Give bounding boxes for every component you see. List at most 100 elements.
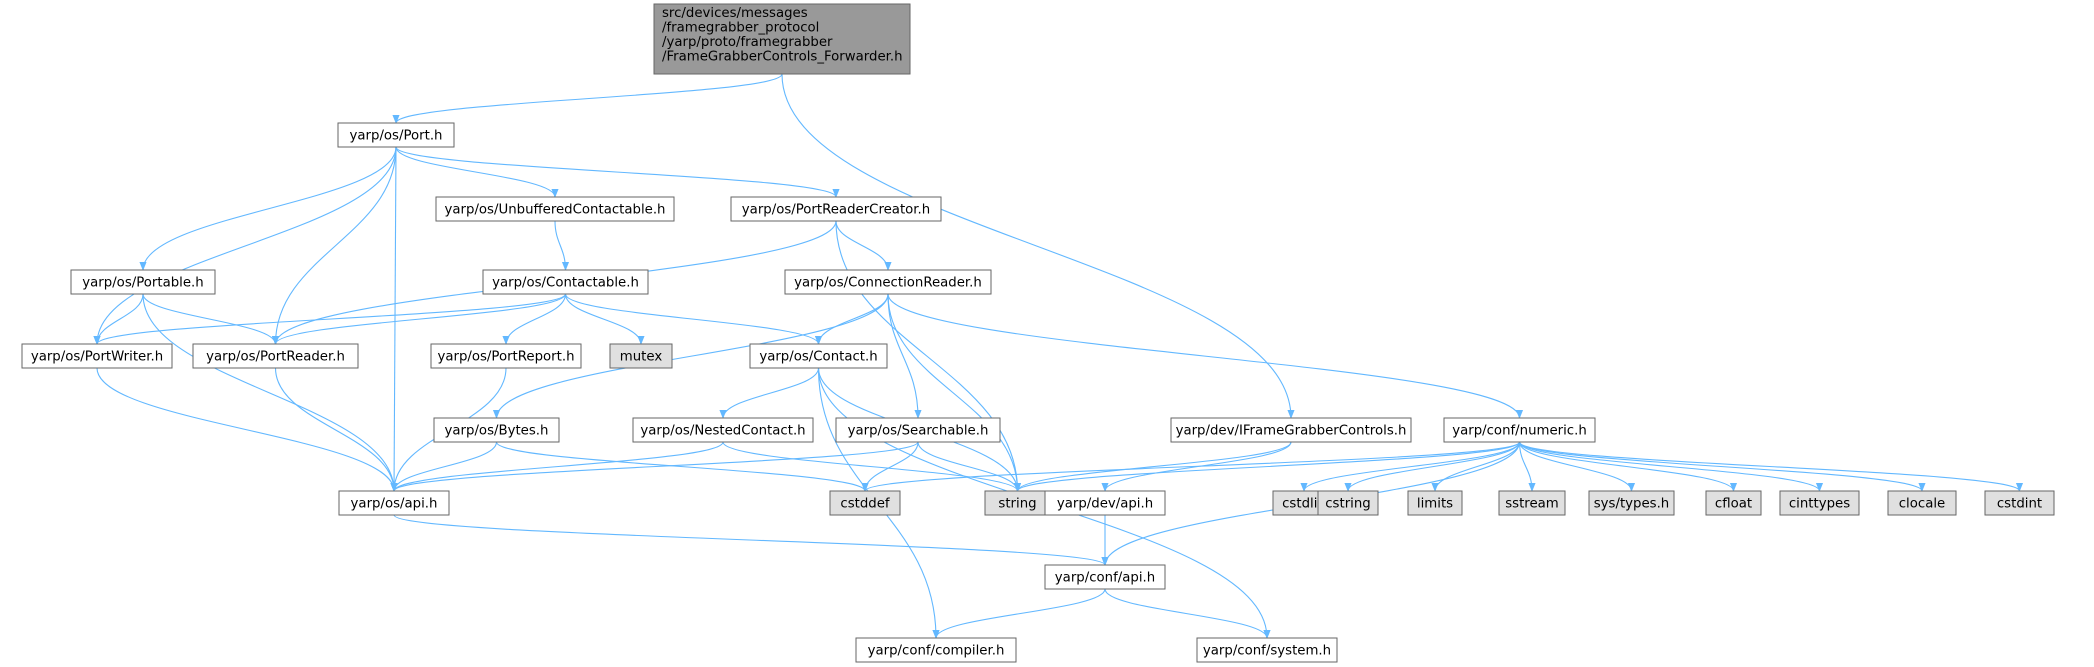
edge-connectionreader-to-contact (814, 293, 889, 345)
node-portreadercreator[interactable]: yarp/os/PortReaderCreator.h (730, 196, 942, 222)
node-devapi[interactable]: yarp/dev/api.h (1044, 490, 1166, 516)
edge-root-to-port (392, 73, 783, 124)
edge-numeric-to-cstdint (1518, 441, 2023, 492)
node-contactable[interactable]: yarp/os/Contactable.h (482, 269, 649, 295)
edge-port-to-osapi (390, 146, 398, 492)
node-confapi[interactable]: yarp/conf/api.h (1044, 564, 1166, 590)
node-unbuffered[interactable]: yarp/os/UnbufferedContactable.h (435, 196, 675, 222)
node-cstdint[interactable]: cstdint (1984, 490, 2055, 516)
node-box-root (653, 3, 911, 75)
edge-root-to-iframegrabber (781, 73, 1295, 419)
node-label-numeric: yarp/conf/numeric.h (1452, 424, 1587, 439)
node-label-portwriter: yarp/os/PortWriter.h (31, 350, 163, 365)
node-box-searchable (835, 417, 1001, 443)
edge-iframegrabber-to-string (1014, 441, 1292, 492)
node-contact[interactable]: yarp/os/Contact.h (749, 343, 888, 369)
node-iframegrabber[interactable]: yarp/dev/IFrameGrabberControls.h (1170, 417, 1412, 443)
node-searchable[interactable]: yarp/os/Searchable.h (835, 417, 1001, 443)
node-label-portreadercreator: yarp/os/PortReaderCreator.h (742, 203, 930, 218)
edge-nestedcontact-to-osapi (390, 441, 724, 492)
edge-connectionreader-to-numeric (887, 293, 1524, 419)
node-box-contact (749, 343, 888, 369)
node-portwriter[interactable]: yarp/os/PortWriter.h (21, 343, 173, 369)
node-box-connectionreader (784, 269, 992, 295)
node-cstring[interactable]: cstring (1317, 490, 1379, 516)
edge-numeric-to-sstream (1518, 441, 1536, 492)
edge-numeric-to-clocale (1518, 441, 1926, 492)
node-osapi[interactable]: yarp/os/api.h (338, 490, 450, 516)
node-label-portable: yarp/os/Portable.h (82, 276, 203, 291)
node-box-cfloat (1705, 490, 1762, 516)
edge-searchable-to-string (917, 441, 1022, 492)
node-label-bytes: yarp/os/Bytes.h (445, 424, 549, 439)
node-box-system (1196, 637, 1338, 663)
edge-connectionreader-to-searchable (887, 293, 922, 419)
node-string[interactable]: string (984, 490, 1051, 516)
node-box-nestedcontact (632, 417, 814, 443)
edge-port-to-portable (139, 146, 397, 271)
node-box-cstring (1317, 490, 1379, 516)
edge-portable-to-portreader (142, 293, 280, 345)
edge-numeric-to-cstddef (861, 441, 1521, 492)
node-portable[interactable]: yarp/os/Portable.h (70, 269, 216, 295)
node-label-root-line-1: src/devices/messages (662, 6, 808, 21)
node-box-portable (70, 269, 216, 295)
node-sstream[interactable]: sstream (1498, 490, 1566, 516)
node-port[interactable]: yarp/os/Port.h (337, 122, 455, 148)
edge-numeric-to-systypes (1518, 441, 1636, 492)
node-box-systypes (1588, 490, 1675, 516)
node-box-cstddef (829, 490, 901, 516)
edge-connectionreader-to-bytes (492, 293, 889, 419)
node-system[interactable]: yarp/conf/system.h (1196, 637, 1338, 663)
node-numeric[interactable]: yarp/conf/numeric.h (1443, 417, 1596, 443)
edge-contactable-to-mutex (564, 293, 645, 345)
node-label-devapi: yarp/dev/api.h (1057, 497, 1153, 512)
edge-contactable-to-portreader (272, 293, 567, 345)
node-label-limits: limits (1417, 497, 1453, 512)
node-label-confapi: yarp/conf/api.h (1055, 571, 1155, 586)
node-compiler[interactable]: yarp/conf/compiler.h (855, 637, 1017, 663)
node-bytes[interactable]: yarp/os/Bytes.h (433, 417, 560, 443)
node-box-contactable (482, 269, 649, 295)
edge-bytes-to-cstddef (495, 441, 869, 492)
node-label-cfloat: cfloat (1715, 497, 1752, 512)
edge-numeric-to-cfloat (1518, 441, 1738, 492)
node-cfloat[interactable]: cfloat (1705, 490, 1762, 516)
node-label-contactable: yarp/os/Contactable.h (492, 276, 639, 291)
node-box-confapi (1044, 564, 1166, 590)
node-box-portreport (430, 343, 582, 369)
node-box-cinttypes (1779, 490, 1860, 516)
edge-layer (93, 73, 2023, 639)
edge-portable-to-portwriter (93, 293, 144, 345)
node-portreader[interactable]: yarp/os/PortReader.h (192, 343, 359, 369)
edge-unbuffered-to-contactable (554, 220, 570, 271)
node-cstddef[interactable]: cstddef (829, 490, 901, 516)
node-label-sstream: sstream (1505, 497, 1559, 512)
node-mutex[interactable]: mutex (609, 343, 673, 369)
node-label-cstdint: cstdint (1997, 497, 2042, 512)
node-box-string (984, 490, 1051, 516)
edge-osapi-to-confapi (393, 514, 1109, 566)
node-label-cstring: cstring (1325, 497, 1370, 512)
edge-numeric-to-cstring (1344, 441, 1521, 492)
node-root[interactable]: src/devices/messages/framegrabber_protoc… (653, 3, 911, 75)
node-label-clocale: clocale (1899, 497, 1945, 512)
node-label-root-line-3: /yarp/proto/framegrabber (662, 35, 833, 50)
node-clocale[interactable]: clocale (1887, 490, 1957, 516)
node-label-cstdlib: cstdlib (1282, 497, 1326, 512)
node-label-mutex: mutex (620, 350, 663, 365)
node-label-connectionreader: yarp/os/ConnectionReader.h (794, 276, 982, 291)
node-label-portreader: yarp/os/PortReader.h (206, 350, 345, 365)
node-label-nestedcontact: yarp/os/NestedContact.h (640, 424, 805, 439)
node-nestedcontact[interactable]: yarp/os/NestedContact.h (632, 417, 814, 443)
node-label-unbuffered: yarp/os/UnbufferedContactable.h (445, 203, 666, 218)
node-box-compiler (855, 637, 1017, 663)
node-cinttypes[interactable]: cinttypes (1779, 490, 1860, 516)
node-portreport[interactable]: yarp/os/PortReport.h (430, 343, 582, 369)
node-box-iframegrabber (1170, 417, 1412, 443)
node-systypes[interactable]: sys/types.h (1588, 490, 1675, 516)
node-connectionreader[interactable]: yarp/os/ConnectionReader.h (784, 269, 992, 295)
edge-portable-to-osapi (142, 293, 398, 492)
node-limits[interactable]: limits (1407, 490, 1463, 516)
